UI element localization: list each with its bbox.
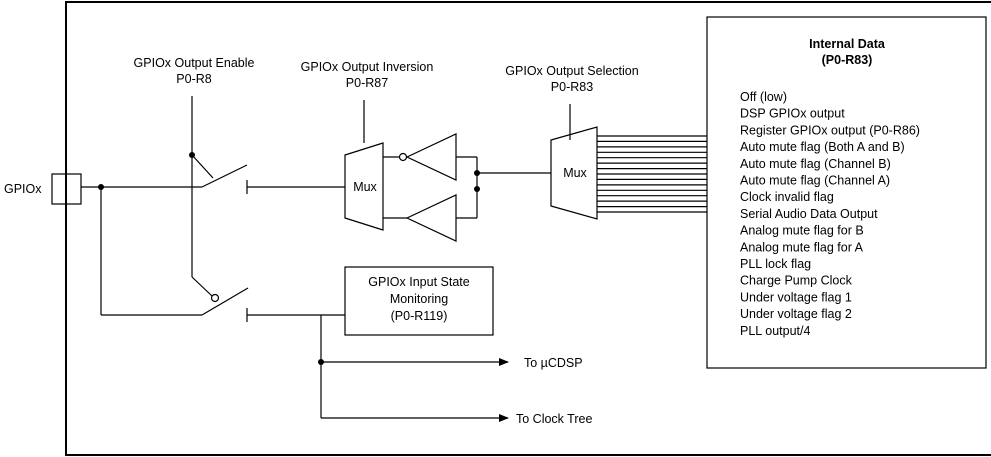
input-switch-blade bbox=[201, 287, 249, 316]
output-switch-blade bbox=[201, 164, 248, 188]
device-boundary bbox=[65, 1, 991, 456]
internal-data-item: DSP GPIOx output bbox=[740, 107, 845, 121]
input-state-box bbox=[344, 266, 494, 336]
output-enable-register: P0-R8 bbox=[176, 72, 211, 86]
buffers-join-dot-bottom bbox=[474, 186, 480, 192]
inverter-buffer bbox=[405, 133, 457, 181]
non-inverting-buffer bbox=[405, 194, 457, 242]
output-inversion-title: GPIOx Output Inversion bbox=[301, 60, 434, 74]
input-state-line3: (P0-R119) bbox=[391, 309, 448, 323]
input-state-line2: Monitoring bbox=[390, 292, 448, 306]
internal-data-item: Register GPIOx output (P0-R86) bbox=[740, 123, 920, 137]
selection-mux-label: Mux bbox=[563, 166, 587, 180]
to-ucdsp-label: To µCDSP bbox=[524, 356, 583, 370]
internal-data-item: PLL lock flag bbox=[740, 257, 811, 271]
internal-data-item: Off (low) bbox=[740, 90, 787, 104]
output-enable-title: GPIOx Output Enable bbox=[134, 56, 255, 70]
control-to-switch-link bbox=[191, 154, 214, 179]
input-state-line1: GPIOx Input State bbox=[368, 275, 469, 289]
internal-data-item: Analog mute flag for B bbox=[740, 224, 864, 238]
internal-data-item: Auto mute flag (Channel A) bbox=[740, 174, 890, 188]
gpio-pin-label: GPIOx bbox=[4, 182, 42, 196]
internal-data-title: Internal Data bbox=[809, 37, 886, 51]
internal-data-box bbox=[706, 16, 987, 369]
internal-data-item: Auto mute flag (Channel B) bbox=[740, 157, 891, 171]
internal-data-item: Clock invalid flag bbox=[740, 190, 834, 204]
enable-control-to-input-switch bbox=[191, 276, 213, 297]
internal-data-item: PLL output/4 bbox=[740, 324, 810, 338]
internal-data-item: Auto mute flag (Both A and B) bbox=[740, 140, 905, 154]
internal-data-bus bbox=[597, 135, 707, 213]
to-clock-tree-label: To Clock Tree bbox=[516, 412, 592, 426]
input-switch-inverter-bubble bbox=[210, 293, 220, 303]
internal-data-item: Under voltage flag 1 bbox=[740, 290, 852, 304]
internal-data-item: Under voltage flag 2 bbox=[740, 307, 852, 321]
output-inversion-register: P0-R87 bbox=[346, 76, 388, 90]
internal-data-register: (P0-R83) bbox=[822, 53, 873, 67]
inversion-mux bbox=[344, 142, 384, 231]
internal-data-item: Analog mute flag for A bbox=[740, 240, 864, 254]
output-selection-register: P0-R83 bbox=[551, 80, 593, 94]
inversion-mux-label: Mux bbox=[353, 180, 377, 194]
internal-data-item: Charge Pump Clock bbox=[740, 274, 853, 288]
output-selection-title: GPIOx Output Selection bbox=[505, 64, 638, 78]
gpio-pin-box bbox=[51, 173, 82, 205]
inverter-bubble bbox=[398, 152, 408, 162]
selection-mux bbox=[550, 126, 598, 220]
internal-data-item: Serial Audio Data Output bbox=[740, 207, 878, 221]
